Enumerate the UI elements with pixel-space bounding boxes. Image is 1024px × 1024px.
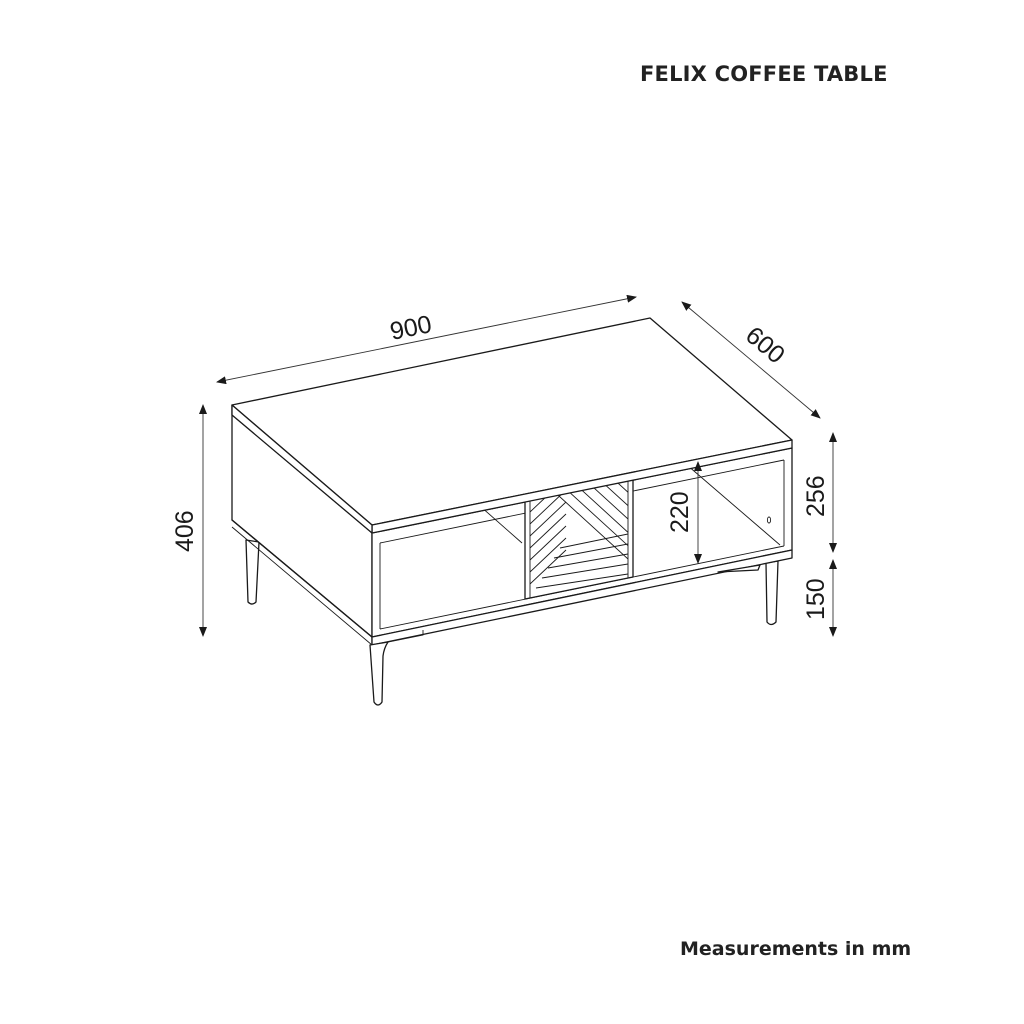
chevron-slat	[547, 485, 628, 571]
leg-back-right	[765, 560, 779, 626]
chevron-slat	[595, 476, 628, 561]
chevron-slat	[530, 489, 567, 525]
table-top	[231, 317, 793, 534]
dimension-depth-label: 600	[740, 321, 790, 369]
leg-back-left	[245, 539, 260, 605]
dimension-leg-height-label: 150	[802, 578, 830, 620]
dimension-shelf-opening-label: 220	[666, 491, 694, 533]
product-title: FELIX COFFEE TABLE	[640, 62, 888, 86]
dimension-width: 900	[216, 294, 637, 385]
chevron-slat	[607, 476, 628, 559]
chevron-slat	[541, 563, 628, 579]
chevron-slat	[530, 513, 567, 549]
chevron-slat	[547, 553, 628, 569]
leg-front-left	[369, 630, 424, 706]
dimension-leg-height: 150	[802, 559, 837, 637]
dimension-total-height: 406	[171, 404, 207, 637]
dimension-body-height: 256	[802, 432, 837, 553]
chevron-slat	[559, 483, 628, 568]
chevron-slat	[530, 549, 567, 585]
dimension-body-height-label: 256	[802, 475, 830, 517]
chevron-slat	[530, 525, 567, 561]
dimension-width-label: 900	[388, 310, 434, 346]
measurement-unit-note: Measurements in mm	[680, 938, 912, 960]
chevron-door	[524, 474, 634, 600]
leg-front-right	[717, 564, 761, 573]
dimension-total-height-label: 406	[171, 510, 199, 552]
chevron-slat	[553, 543, 628, 559]
chevron-slat	[571, 480, 628, 566]
dimension-shelf-opening: 220	[666, 461, 702, 564]
chevron-slat	[530, 501, 567, 537]
chevron-slat	[535, 573, 628, 589]
chevron-slat	[583, 478, 628, 564]
chevron-slat	[530, 537, 567, 573]
chevron-slat	[559, 533, 628, 549]
